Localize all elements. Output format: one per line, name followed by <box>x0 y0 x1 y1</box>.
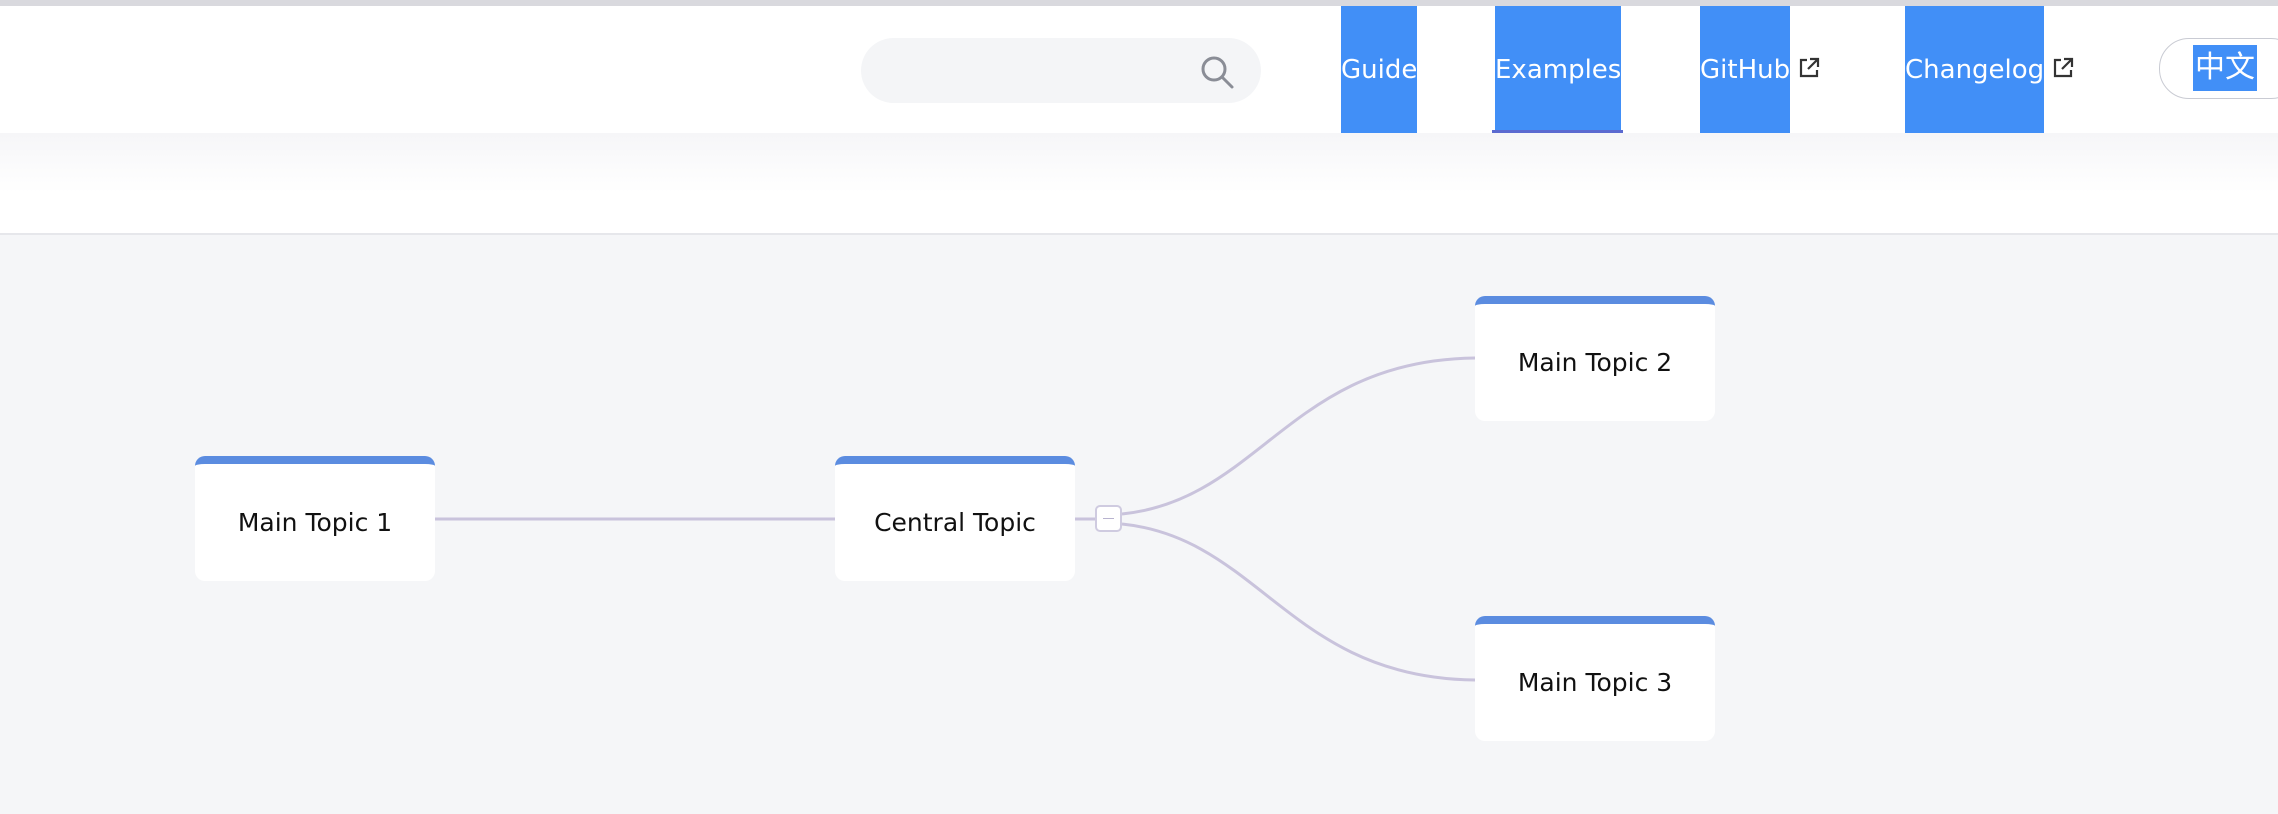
collapse-toggle-button[interactable] <box>1095 505 1122 532</box>
external-link-icon <box>2054 57 2074 77</box>
nav-link-guide-label: Guide <box>1341 6 1418 133</box>
search-icon[interactable] <box>1199 54 1235 90</box>
sub-header-bar <box>0 133 2278 235</box>
external-link-icon <box>1800 57 1820 77</box>
search-input[interactable] <box>885 38 1189 105</box>
nav-link-guide[interactable]: Guide <box>1341 6 1418 133</box>
window-top-border <box>0 0 2278 6</box>
mindmap-node-main-topic-1[interactable]: Main Topic 1 <box>195 456 435 581</box>
nav-link-examples-label: Examples <box>1495 6 1622 133</box>
search-box[interactable] <box>861 38 1261 105</box>
nav-link-changelog[interactable]: Changelog <box>1905 6 2074 133</box>
nav-link-examples[interactable]: Examples <box>1495 6 1622 133</box>
mindmap-node-central-topic[interactable]: Central Topic <box>835 456 1075 581</box>
top-navbar: Guide Examples GitHub Changelog 中文 <box>0 6 2278 134</box>
nav-link-github[interactable]: GitHub <box>1700 6 1820 133</box>
language-toggle-label: 中文 <box>2193 45 2257 91</box>
language-toggle[interactable]: 中文 <box>2159 38 2278 99</box>
nav-link-github-label: GitHub <box>1700 6 1791 133</box>
mindmap-node-main-topic-3[interactable]: Main Topic 3 <box>1475 616 1715 741</box>
mindmap-node-main-topic-2[interactable]: Main Topic 2 <box>1475 296 1715 421</box>
active-nav-indicator <box>1492 130 1623 134</box>
nav-link-changelog-label: Changelog <box>1905 6 2045 133</box>
